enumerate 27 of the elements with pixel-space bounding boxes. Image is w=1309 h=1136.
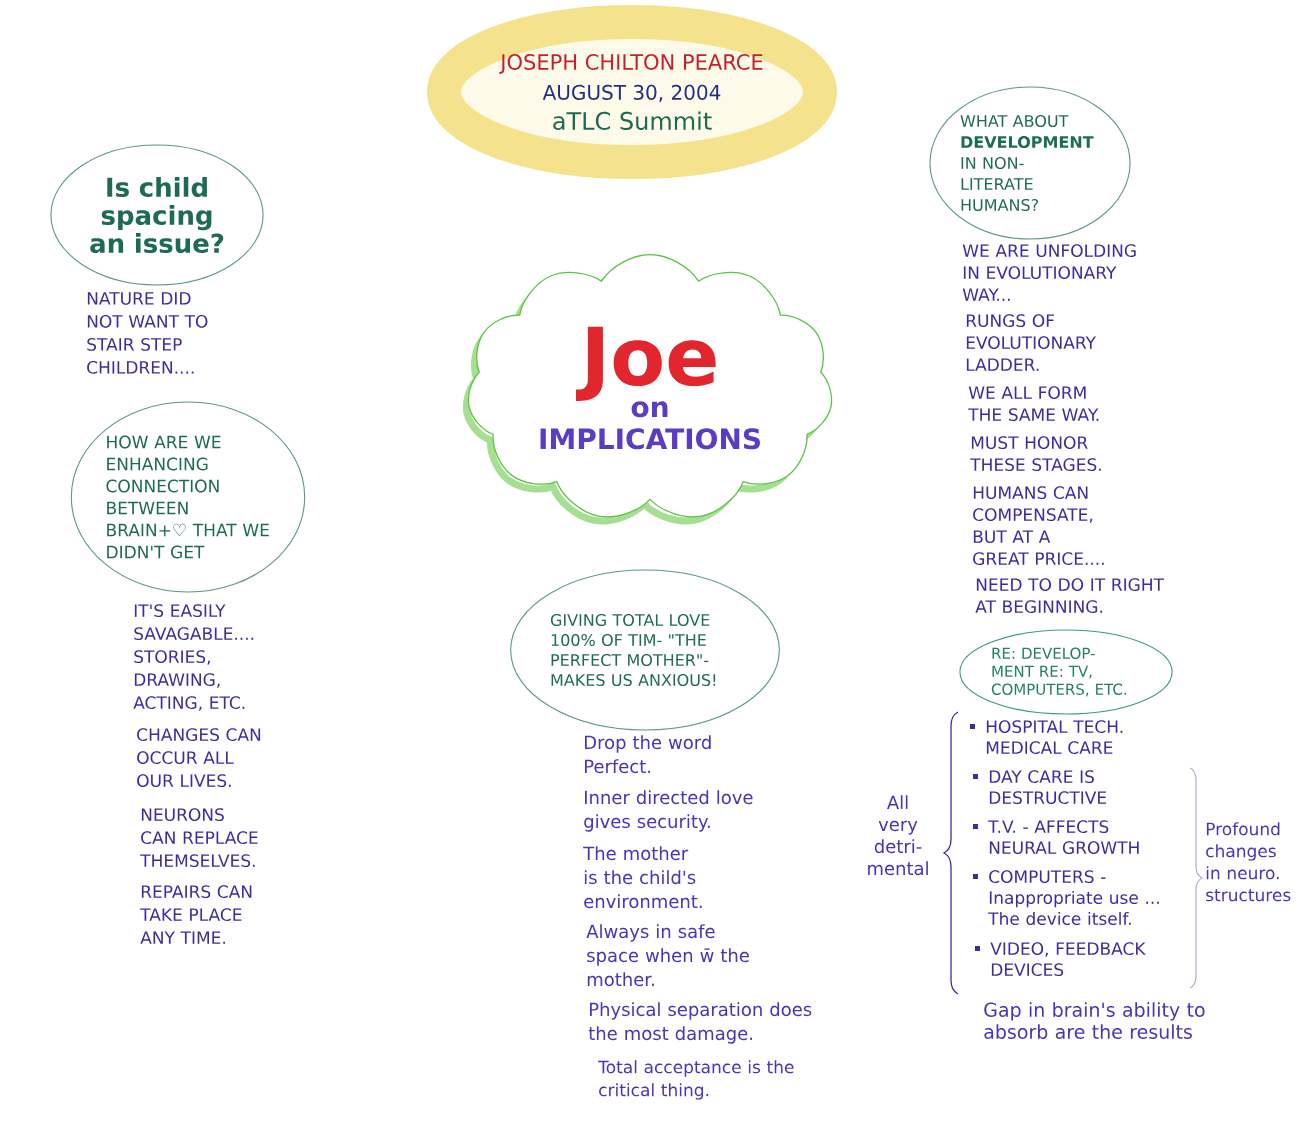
note-text: NATURE DID NOT WANT TO STAIR STEP CHILDREN.... (87, 292, 208, 374)
note-text: IT'S EASILY SAVAGABLE.... STORIES, DRAWING, ACTING, ETC. (133, 604, 254, 711)
brace-label: All very detri- mental (868, 795, 928, 876)
note-text: Total acceptance is the critical thing. (598, 1060, 794, 1100)
brace-label: Profound changes in neuro. structures (1206, 822, 1291, 902)
note-text: NEED TO DO IT RIGHT AT BEGINNING. (975, 578, 1165, 614)
list-item: HOSPITAL TECH. MEDICAL CARE (986, 720, 1123, 755)
note-text: WE ARE UNFOLDING IN EVOLUTIONARY WAY... (962, 244, 1136, 301)
list-item: DAY CARE IS DESTRUCTIVE (989, 770, 1107, 805)
title-cloud: Joe on IMPLICATIONS (467, 253, 833, 518)
note-text: RUNGS OF EVOLUTIONARY LADDER. (966, 314, 1096, 371)
list-item: VIDEO, FEEDBACK DEVICES (990, 942, 1146, 977)
note-text: Always in safe space when w̄ the mother. (586, 924, 749, 987)
note-text: The mother is the child's environment. (583, 846, 702, 909)
note-text: Physical separation does the most damage. (588, 1002, 812, 1044)
note-text: Inner directed love gives security. (584, 790, 753, 832)
note-text: WE ALL FORM THE SAME WAY. (968, 386, 1099, 422)
note-text: Drop the word Perfect. (585, 735, 711, 774)
list-item: T.V. - AFFECTS NEURAL GROWTH (988, 820, 1139, 855)
note-text: MUST HONOR THESE STAGES. (970, 436, 1101, 472)
title-glow: JOSEPH CHILTON PEARCE AUGUST 30, 2004 aTLC Summit (427, 5, 837, 179)
note-text: NEURONS CAN REPLACE THEMSELVES. (140, 808, 258, 868)
note-text: CHANGES CAN OCCUR ALL OUR LIVES. (137, 728, 261, 788)
note-text: HUMANS CAN COMPENSATE, BUT AT A GREAT PRICE.... (973, 486, 1104, 566)
note-text: Gap in brain's ability to absorb are the results (984, 1002, 1205, 1039)
list-item: COMPUTERS - Inappropriate use ... The device itself. (988, 870, 1159, 926)
note-text: REPAIRS CAN TAKE PLACE ANY TIME. (140, 885, 252, 944)
